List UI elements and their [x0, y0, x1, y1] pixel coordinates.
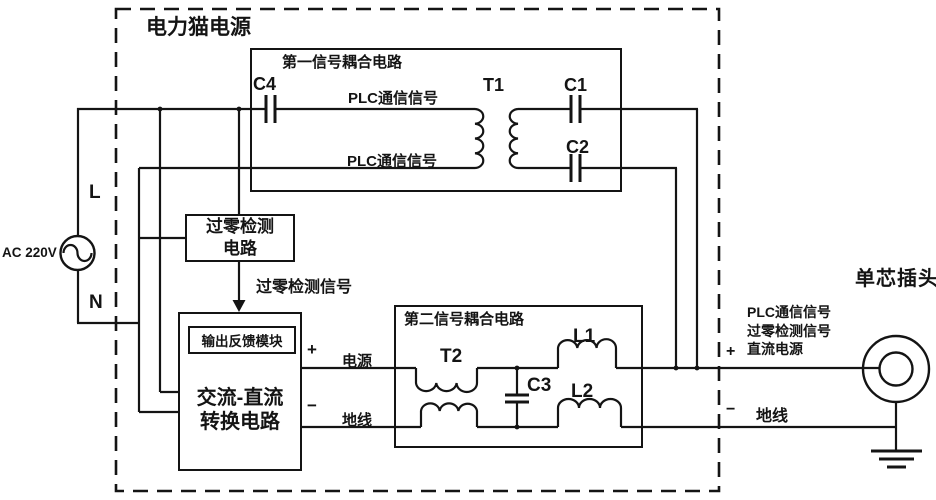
junction-dot — [157, 106, 163, 112]
first-coupling-circuit-box — [250, 48, 622, 192]
ground-wire-label-right: 地线 — [756, 408, 789, 425]
zero-crossing-label-line1: 过零检测 — [206, 216, 274, 236]
junction-dot — [694, 365, 700, 371]
capacitor-c1-label: C1 — [564, 75, 588, 95]
output-feedback-module-box: 输出反馈模块 — [188, 326, 296, 354]
zero-crossing-label-line2: 电路 — [223, 239, 257, 258]
plug-inner-pin — [878, 351, 914, 387]
output-signal-dc: 直流电源 — [747, 341, 803, 357]
sine-wave-icon — [62, 243, 93, 263]
second-coupling-title: 第二信号耦合电路 — [404, 311, 525, 328]
transformer-t1-label: T1 — [483, 75, 505, 95]
capacitor-c4-label: C4 — [253, 74, 277, 94]
transformer-t2-top-coil — [414, 368, 479, 394]
transformer-t2-bottom-coil — [419, 402, 479, 427]
output-plus-label: + — [726, 343, 736, 360]
power-output-label: 电源 — [342, 353, 373, 370]
neutral-wire-label: N — [89, 292, 103, 313]
junction-dot — [514, 365, 520, 371]
capacitor-c3-label: C3 — [527, 375, 552, 396]
inductor-l2-label: L2 — [571, 381, 594, 402]
ground-wire-label-left: 地线 — [342, 412, 373, 429]
arrow-down-icon — [232, 300, 246, 312]
converter-plus-label: + — [307, 340, 317, 359]
plug-label: 单芯插头 — [855, 268, 936, 290]
capacitor-c2-label: C2 — [566, 137, 590, 157]
converter-minus-label: − — [307, 396, 317, 415]
junction-dot — [673, 365, 679, 371]
live-wire-label: L — [89, 182, 101, 203]
zero-crossing-signal-label: 过零检测信号 — [256, 279, 353, 296]
junction-dot — [514, 424, 520, 430]
transformer-t1-primary-coil — [474, 107, 485, 170]
output-feedback-label: 输出反馈模块 — [201, 334, 283, 349]
junction-dot — [236, 106, 242, 112]
output-signal-zerocross: 过零检测信号 — [747, 322, 831, 339]
plc-signal-top-label: PLC通信信号 — [348, 90, 439, 107]
inductor-l2-coil — [556, 397, 623, 427]
second-coupling-circuit-box — [394, 305, 643, 448]
ac-source-label: AC 220V — [2, 245, 57, 260]
diagram-title: 电力猫电源 — [146, 16, 251, 39]
zero-crossing-detector-box: 过零检测 电路 — [185, 214, 295, 262]
output-minus-label: − — [726, 401, 736, 418]
transformer-t2-label: T2 — [440, 346, 463, 367]
transformer-t1-secondary-coil — [508, 107, 519, 170]
inductor-l1-coil — [556, 338, 618, 368]
acdc-converter-label: 交流-直流 转换电路 — [196, 387, 284, 433]
adapter-boundary-dashed-box — [114, 7, 721, 493]
ac-source-icon — [59, 234, 96, 272]
inductor-l1-label: L1 — [573, 326, 596, 347]
plc-signal-bottom-label: PLC通信信号 — [347, 153, 438, 170]
output-signal-list: PLC通信信号 过零检测信号 直流电源 — [747, 303, 831, 359]
first-coupling-title: 第一信号耦合电路 — [282, 54, 403, 71]
output-signal-plc: PLC通信信号 — [747, 304, 831, 320]
